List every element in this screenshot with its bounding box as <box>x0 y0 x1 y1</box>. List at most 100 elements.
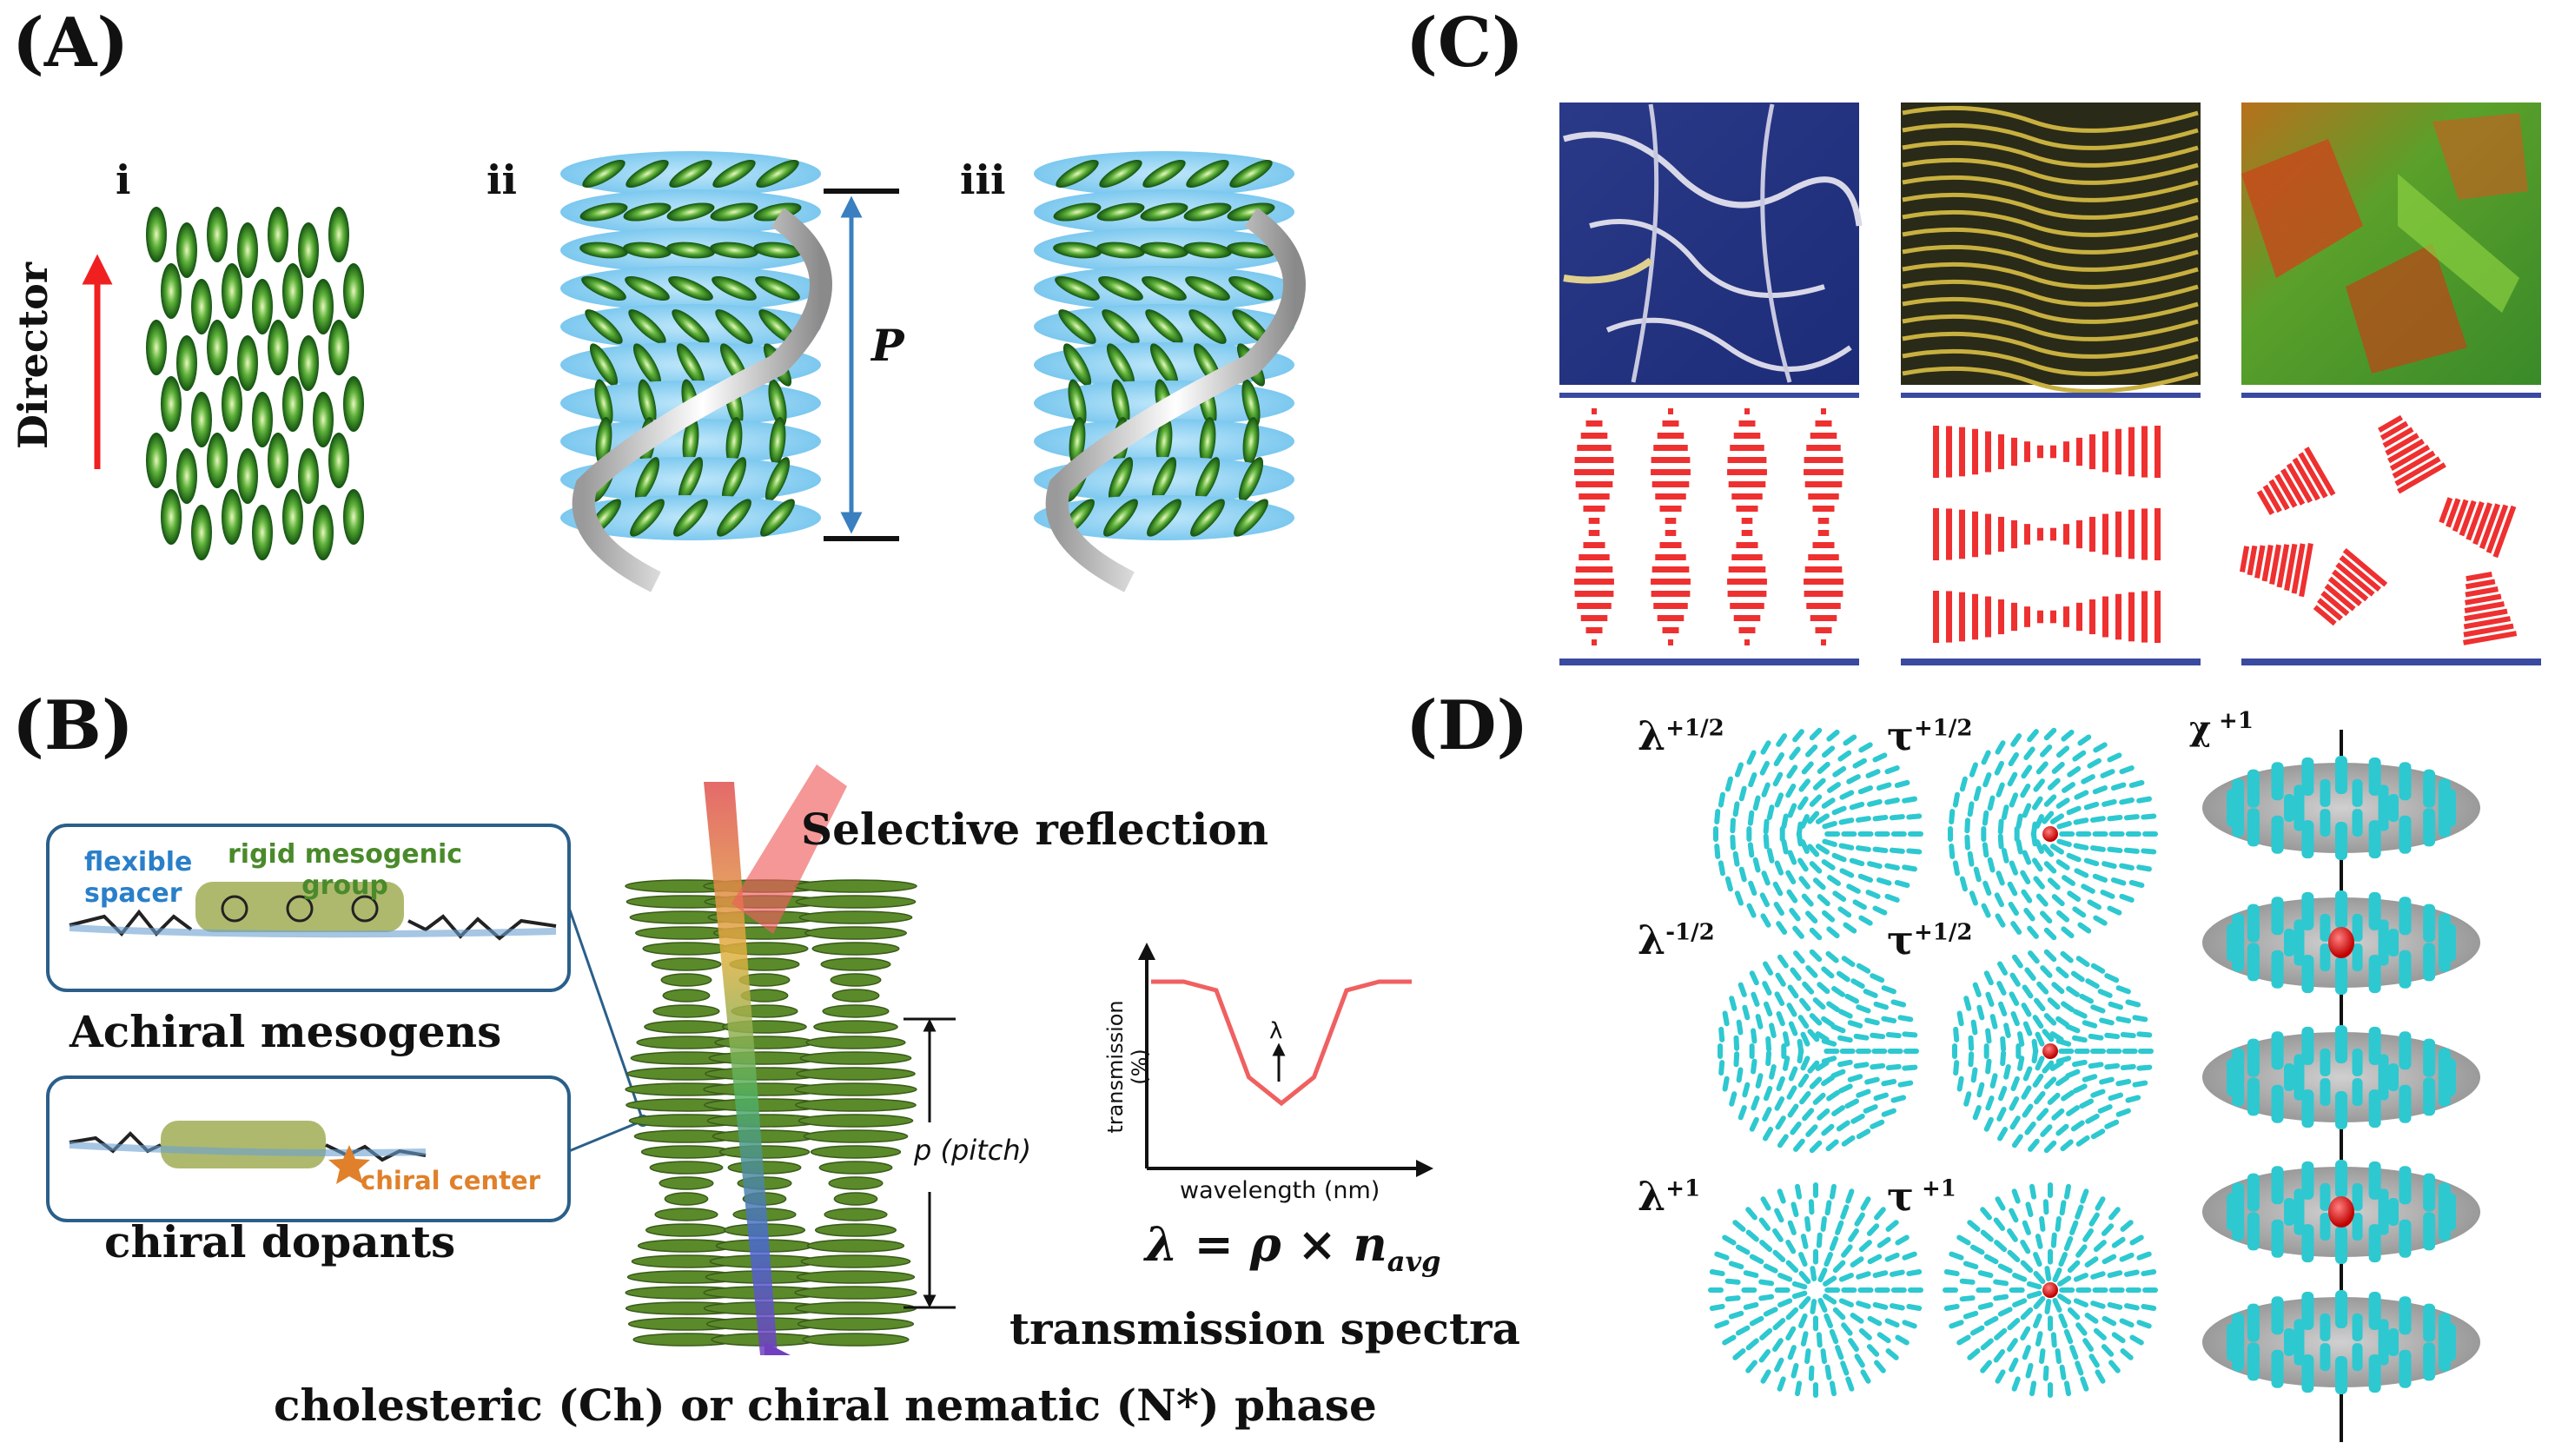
mesogen <box>756 159 799 189</box>
director-rod <box>2034 814 2044 829</box>
director-bar <box>1804 579 1843 585</box>
point-defect <box>2042 1282 2058 1298</box>
rod <box>2294 919 2305 948</box>
director-rod <box>1751 991 1760 1007</box>
y-axis-label: transmission (%) <box>1103 1000 1152 1134</box>
director-rod <box>2043 794 2057 807</box>
director-rod <box>2009 1096 2020 1111</box>
rod <box>2378 1188 2389 1217</box>
director-bar <box>2024 606 2030 627</box>
director-rod <box>2010 921 2022 935</box>
director-rod <box>1746 826 1752 842</box>
director-rod <box>2025 1362 2034 1379</box>
director-rod <box>2073 1273 2088 1282</box>
sym: λ <box>1638 1173 1666 1220</box>
director-rod <box>1989 1073 1998 1089</box>
director-rod <box>1858 915 1873 926</box>
rod <box>2320 809 2331 837</box>
director-rod <box>1836 970 1850 983</box>
director-rod <box>1853 1033 1870 1041</box>
director-rod <box>2087 899 2102 910</box>
director-bar <box>2089 433 2095 470</box>
mesogen <box>191 505 212 560</box>
director-rod <box>2047 877 2061 890</box>
director-rod <box>1709 1303 1725 1312</box>
director-bar <box>2327 576 2362 606</box>
fingerprint-line <box>1902 244 2199 272</box>
mesogen <box>585 309 623 344</box>
panel-label-c: (C) <box>1406 3 1524 83</box>
director-rod <box>2102 861 2117 870</box>
rod <box>2352 809 2363 837</box>
director-bar <box>1946 591 1952 643</box>
mesogen <box>237 335 258 391</box>
director-bar <box>1959 427 1965 477</box>
director-rod <box>1956 1010 1964 1027</box>
director-rod <box>1791 1290 1808 1300</box>
director-rod <box>2042 1365 2049 1381</box>
director-rod <box>2108 831 2125 837</box>
rod <box>2352 1182 2363 1211</box>
chiral-dopant-box <box>46 1075 571 1222</box>
mesogen <box>1227 242 1275 259</box>
director-rod <box>1857 831 1874 837</box>
director-rod <box>1870 1062 1886 1070</box>
director-rod <box>1774 1357 1784 1373</box>
mesogen <box>282 376 303 432</box>
mesogen <box>673 499 708 537</box>
mesogen <box>1111 379 1130 427</box>
director-rod <box>1908 831 1923 837</box>
panel-label-d: (D) <box>1406 686 1529 765</box>
director-rod <box>2022 803 2032 818</box>
director-rod <box>2050 1332 2057 1348</box>
director-rod <box>2107 814 2123 822</box>
director-bar <box>1731 554 1763 560</box>
director-rod <box>2020 1260 2034 1274</box>
director-rod <box>1983 1315 1999 1327</box>
fingerprint-line <box>1902 192 2199 220</box>
director-bar <box>2324 583 2356 612</box>
director-rod <box>1952 791 1960 808</box>
director-rod <box>1714 843 1721 859</box>
mesogen <box>207 320 228 375</box>
director-rod <box>2121 1049 2138 1054</box>
director-rod <box>2074 1049 2090 1054</box>
rod <box>2423 769 2436 808</box>
mesogen <box>176 222 197 278</box>
director-rod <box>1813 1315 1818 1332</box>
director-rod <box>1856 1004 1871 1014</box>
director-bar <box>2115 511 2121 558</box>
director-rod <box>1748 771 1757 788</box>
director-rod <box>1889 847 1905 854</box>
director-rod <box>2003 1023 2011 1038</box>
director-rod <box>2092 831 2108 837</box>
director-rod <box>1724 1278 1741 1285</box>
rod <box>2368 891 2381 930</box>
tau-plus-half-2: τ+1/2 <box>1887 917 1972 963</box>
mesogen <box>1183 242 1232 259</box>
rod <box>2301 1354 2314 1393</box>
mesogen <box>1241 379 1261 427</box>
director-rod <box>2020 784 2031 798</box>
rod <box>2352 1213 2363 1241</box>
mesogen <box>1232 309 1270 344</box>
director-rod <box>1837 1083 1853 1094</box>
flexible-spacer-box <box>46 824 571 992</box>
director-rod <box>2090 1049 2106 1054</box>
director-rod <box>1785 870 1797 884</box>
director-rod <box>1829 1380 1837 1397</box>
director-rod <box>2010 1075 2020 1091</box>
director-rod <box>2102 1254 2117 1265</box>
director-rod <box>2108 1207 2121 1221</box>
sup: +1/2 <box>1665 715 1724 742</box>
director-rod <box>2074 790 2089 800</box>
director-rod <box>1969 762 1978 778</box>
director-rod <box>2035 1331 2043 1347</box>
director-rod <box>1968 1035 1975 1051</box>
fingerprint-line <box>1902 366 2199 394</box>
director-rod <box>1786 1085 1797 1100</box>
director-rod <box>1838 1298 1854 1307</box>
director-rod <box>1848 1228 1859 1242</box>
director-rod <box>1733 1051 1740 1068</box>
